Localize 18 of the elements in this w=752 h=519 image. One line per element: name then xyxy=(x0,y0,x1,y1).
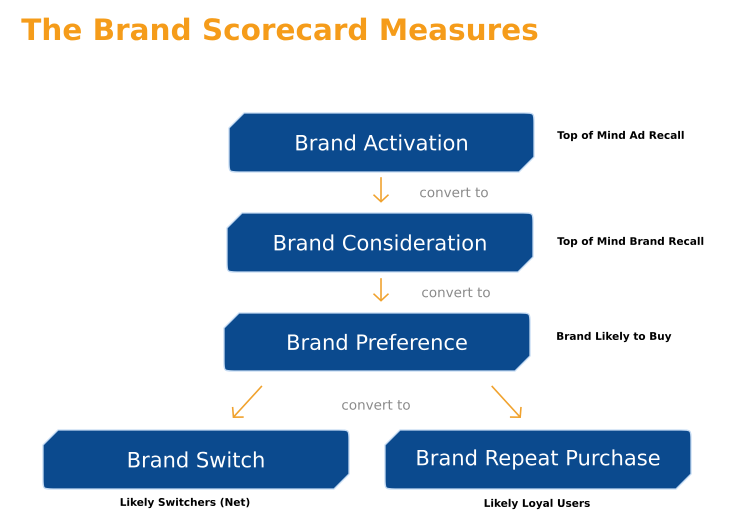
measure-label: Likely Switchers (Net) xyxy=(120,498,250,508)
process-box: Brand Preference xyxy=(223,312,531,372)
arrow-label: convert to xyxy=(340,398,412,412)
measure-label: Top of Mind Brand Recall xyxy=(557,236,704,248)
process-box: Brand Repeat Purchase xyxy=(384,429,692,490)
title: The Brand Scorecard Measures xyxy=(21,18,538,40)
arrow xyxy=(232,385,263,418)
arrow xyxy=(491,385,522,418)
edge-label: convert to xyxy=(418,186,490,199)
arrow xyxy=(372,177,390,203)
measure-label: Top of Mind Ad Recall xyxy=(557,130,684,142)
process-box: Brand Activation xyxy=(228,112,535,173)
edge-label: convert to xyxy=(420,286,492,299)
process-box: Brand Consideration xyxy=(226,212,534,273)
process-box: Brand Switch xyxy=(42,429,350,490)
measure-label: Likely Loyal Users xyxy=(484,498,590,510)
arrow xyxy=(372,278,390,302)
measure-label: Brand Likely to Buy xyxy=(557,332,672,342)
